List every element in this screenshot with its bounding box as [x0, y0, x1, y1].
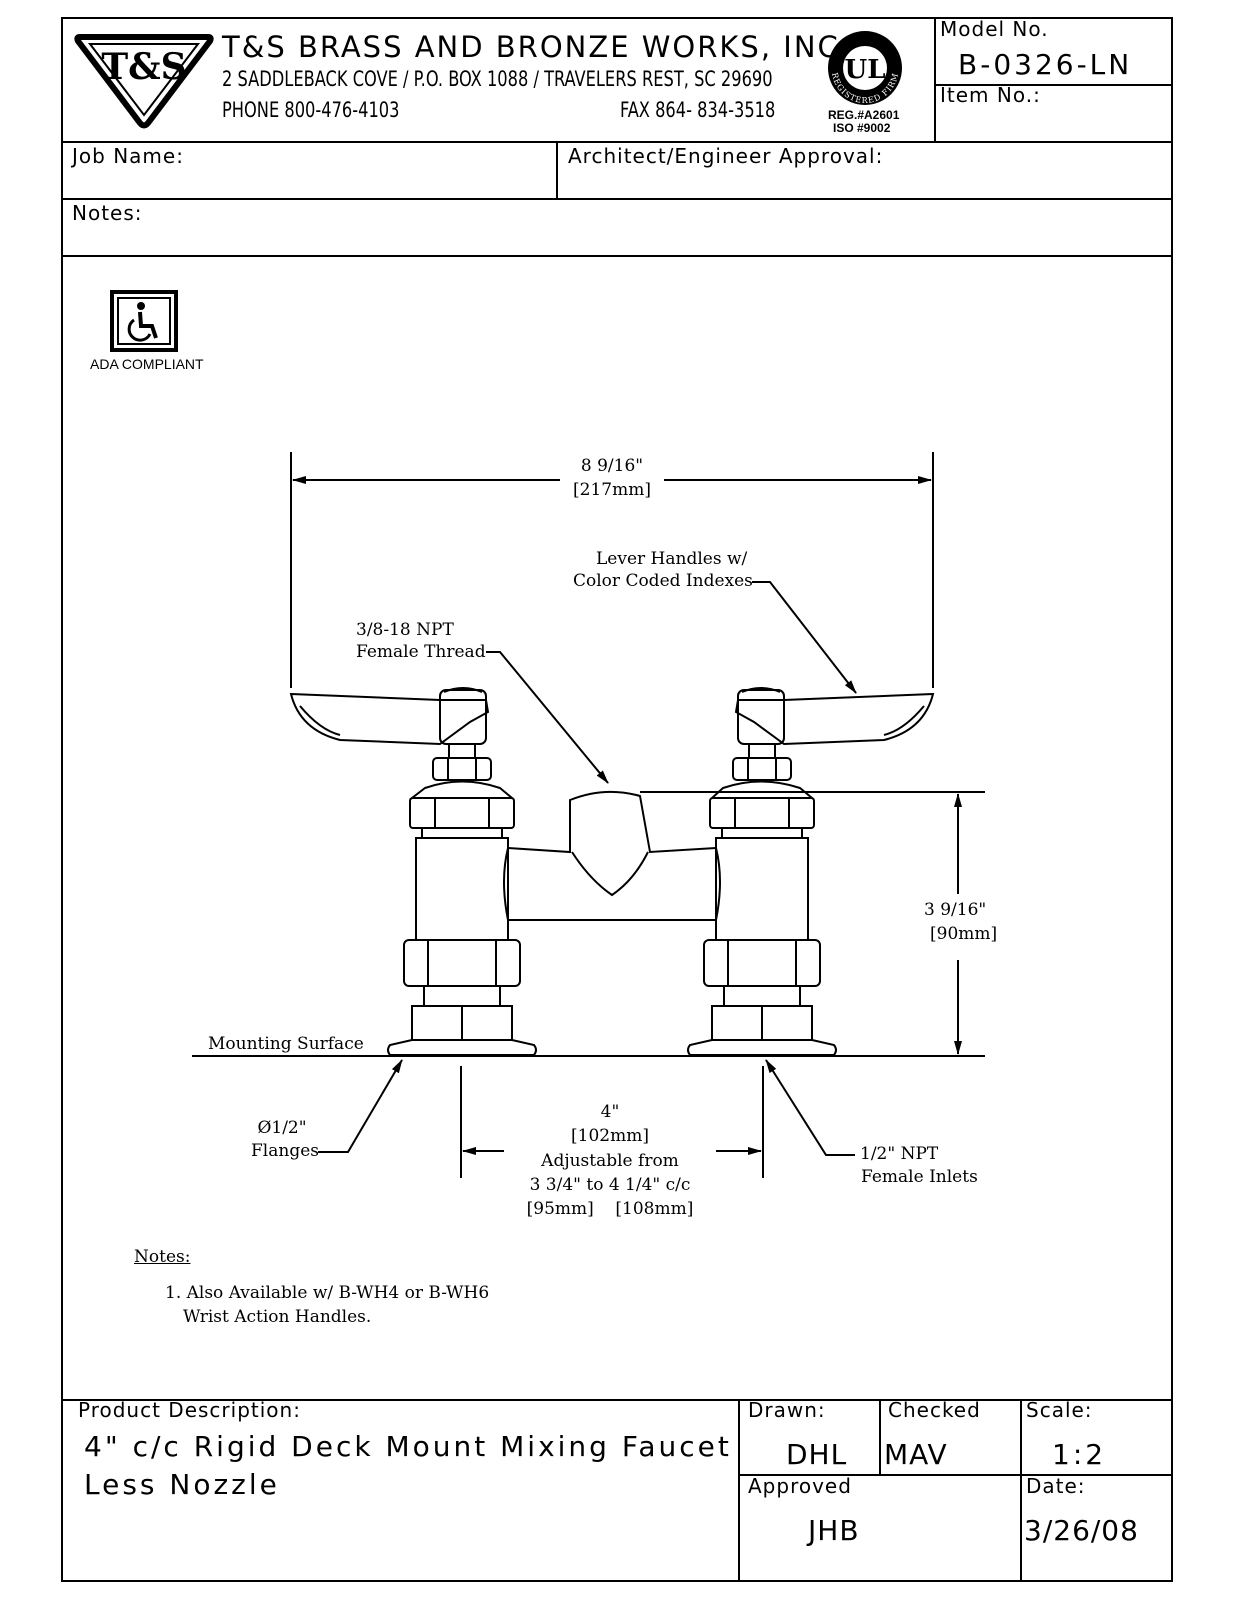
logo-text: T&S: [101, 46, 186, 88]
height-dimension-mm: [90mm]: [930, 924, 998, 944]
title-block-divider-3: [1020, 1399, 1022, 1582]
checked-label: Checked: [888, 1398, 981, 1422]
flange-leader: [318, 1059, 403, 1153]
header-bottom-line: [61, 141, 1173, 143]
drawing-sheet: [61, 17, 1173, 1582]
inlet-label-line1: 1/2" NPT: [860, 1144, 939, 1164]
drawing-note-1-cont: Wrist Action Handles.: [183, 1307, 372, 1327]
lever-label-line2: Color Coded Indexes: [573, 571, 753, 591]
product-description-line1: 4" c/c Rigid Deck Mount Mixing Faucet: [84, 1430, 732, 1463]
cc-range-mm: [95mm] [108mm]: [526, 1199, 694, 1219]
date-value: 3/26/08: [1024, 1514, 1139, 1547]
inlet-leader: [765, 1059, 855, 1156]
drawing-notes-title: Notes:: [134, 1247, 191, 1267]
company-fax: FAX 864- 834-3518: [620, 98, 776, 122]
company-address: 2 SADDLEBACK COVE / P.O. BOX 1088 / TRAV…: [222, 67, 773, 91]
title-block-top-line: [61, 1399, 1173, 1401]
cc-dimension: 4": [600, 1102, 620, 1122]
checked-value: MAV: [884, 1438, 948, 1471]
drawing-note-1: 1. Also Available w/ B-WH4 or B-WH6: [165, 1283, 490, 1303]
width-dimension: 8 9/16": [580, 456, 644, 476]
ts-logo: T&S: [74, 34, 214, 129]
cc-dimension-mm: [102mm]: [571, 1126, 649, 1146]
item-number-label: Item No.:: [940, 83, 1041, 107]
job-divider: [556, 141, 558, 199]
ada-compliant-label: ADA COMPLIANT: [90, 356, 204, 372]
approved-label: Approved: [748, 1474, 852, 1498]
model-box-line: [934, 84, 1173, 86]
cc-adjustable-label: Adjustable from: [541, 1151, 679, 1171]
model-number-label: Model No.: [940, 17, 1049, 41]
architect-approval-label: Architect/Engineer Approval:: [568, 144, 884, 168]
scale-label: Scale:: [1026, 1398, 1093, 1422]
width-dimension-mm: [217mm]: [573, 480, 651, 500]
inlet-label-line2: Female Inlets: [861, 1167, 978, 1187]
height-dimension: 3 9/16": [924, 900, 987, 920]
job-row-bottom-line: [61, 198, 1173, 200]
drawn-value: DHL: [786, 1438, 848, 1471]
wheelchair-icon: [110, 290, 178, 352]
npt-leader: [486, 651, 609, 784]
left-valve: [289, 687, 537, 1056]
npt-label-line2: Female Thread: [356, 642, 486, 662]
date-label: Date:: [1026, 1474, 1086, 1498]
mounting-surface-label: Mounting Surface: [208, 1034, 364, 1054]
ul-registered-mark: UL REGISTERED FIRM: [828, 31, 902, 105]
npt-label-line1: 3/8-18 NPT: [356, 620, 454, 640]
title-block-divider-1: [738, 1399, 740, 1582]
product-description-line2: Less Nozzle: [84, 1468, 280, 1501]
cc-range: 3 3/4" to 4 1/4" c/c: [529, 1175, 691, 1195]
flange-label-line1: Ø1/2": [257, 1118, 307, 1138]
notes-label: Notes:: [72, 201, 143, 225]
title-block-divider-2: [879, 1399, 881, 1475]
company-name: T&S BRASS AND BRONZE WORKS, INC.: [222, 30, 851, 64]
notes-row-bottom-line: [61, 255, 1173, 257]
mixing-body: [503, 790, 721, 940]
model-number-value: B-0326-LN: [958, 48, 1133, 81]
ul-text: UL: [845, 55, 886, 85]
title-block-mid-line: [738, 1474, 1173, 1476]
company-phone: PHONE 800-476-4103: [222, 98, 400, 122]
iso-number: ISO #9002: [833, 121, 891, 135]
model-box-divider: [934, 17, 936, 141]
reg-number: REG.#A2601: [828, 108, 900, 122]
approved-value: JHB: [808, 1514, 860, 1547]
job-name-label: Job Name:: [72, 144, 184, 168]
lever-leader: [752, 581, 857, 694]
drawn-label: Drawn:: [748, 1398, 826, 1422]
lever-label-line1: Lever Handles w/: [596, 549, 748, 569]
flange-label-line2: Flanges: [251, 1141, 319, 1161]
product-description-label: Product Description:: [78, 1398, 301, 1422]
right-valve: [687, 687, 935, 1056]
scale-value: 1:2: [1052, 1438, 1107, 1471]
